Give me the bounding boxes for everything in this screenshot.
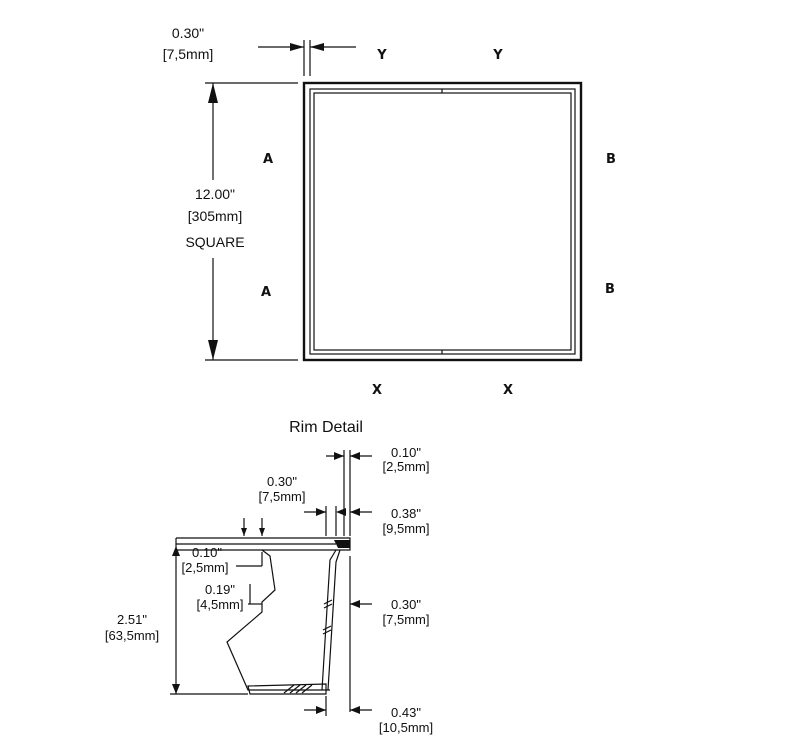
section-label-b-lower: B xyxy=(605,282,615,297)
height-arrow-bottom xyxy=(172,684,180,694)
base-hatch-3 xyxy=(295,684,307,694)
profile-left-wall xyxy=(226,549,330,691)
size-shape: SQUARE xyxy=(185,234,244,250)
wall-hatch-2 xyxy=(323,603,333,609)
base-offset-metric: [10,5mm] xyxy=(379,720,433,735)
frame-inner xyxy=(309,88,576,355)
flange-hatch xyxy=(334,540,350,548)
profile-inner-wall xyxy=(321,549,337,691)
size-imperial: 12.00" xyxy=(195,186,235,202)
wall-offset-metric: [7,5mm] xyxy=(383,612,430,627)
top-step-imperial: 0.10" xyxy=(192,545,222,560)
rim-width-imperial: 0.30" xyxy=(172,25,204,41)
step-arrow-right xyxy=(259,528,265,536)
wall-offset-arrow xyxy=(350,600,360,608)
inner-offset-arrow-left xyxy=(316,508,326,516)
top-step-metric: [2,5mm] xyxy=(182,560,229,575)
lip-width-imperial: 0.38" xyxy=(391,506,421,521)
section-label-x-left: X xyxy=(372,383,382,398)
profile-outer-wall xyxy=(327,549,341,691)
lip-arrow-right xyxy=(350,452,360,460)
wall-hatch-1 xyxy=(323,599,333,605)
frame-outer xyxy=(302,81,583,362)
base-offset-imperial: 0.43" xyxy=(391,705,421,720)
size-arrow-top xyxy=(208,83,218,103)
size-arrow-bottom xyxy=(208,340,218,360)
base-hatch-4 xyxy=(301,684,313,694)
wall-offset-imperial: 0.30" xyxy=(391,597,421,612)
section-label-a-upper: A xyxy=(263,152,273,167)
section-label-b-upper: B xyxy=(606,152,616,167)
inner-offset-arrow-right xyxy=(336,508,346,516)
base-arrow-left xyxy=(316,706,326,714)
lip-width-arrow xyxy=(350,508,360,516)
rim-width-metric: [7,5mm] xyxy=(163,46,214,62)
base-arrow-right xyxy=(350,706,360,714)
lip-width-metric: [9,5mm] xyxy=(383,521,430,536)
wall-hatch-4 xyxy=(322,629,332,635)
base-plate xyxy=(247,683,327,695)
size-metric: [305mm] xyxy=(188,208,242,224)
base-hatch-2 xyxy=(289,684,301,694)
step-arrow-left xyxy=(241,528,247,536)
notch-depth-imperial: 0.19" xyxy=(205,582,235,597)
frame-innermost xyxy=(313,92,572,351)
lip-arrow-left xyxy=(334,452,344,460)
section-label-a-lower: A xyxy=(261,285,271,300)
rim-detail-title: Rim Detail xyxy=(289,419,363,436)
section-label-y-left: Y xyxy=(376,48,387,63)
section-label-x-right: X xyxy=(503,383,513,398)
height-imperial: 2.51" xyxy=(117,612,147,627)
inner-offset-metric: [7,5mm] xyxy=(259,489,306,504)
height-metric: [63,5mm] xyxy=(105,628,159,643)
height-arrow-top xyxy=(172,546,180,556)
inner-offset-imperial: 0.30" xyxy=(267,474,297,489)
flange-thickness-metric: [2,5mm] xyxy=(383,459,430,474)
wall-hatch-3 xyxy=(322,625,332,631)
section-label-y-right: Y xyxy=(492,48,503,63)
plan-view: 0.30" [7,5mm] 12.00" [305mm] SQUARE Y Y … xyxy=(163,25,616,398)
rim-detail: Rim Detail 0.10" [2,5mm] xyxy=(105,419,433,735)
flange-thickness-imperial: 0.10" xyxy=(391,445,421,460)
rim-arrow-right xyxy=(310,43,324,51)
base-hatch-1 xyxy=(283,684,295,694)
notch-depth-metric: [4,5mm] xyxy=(197,597,244,612)
rim-arrow-left xyxy=(290,43,304,51)
